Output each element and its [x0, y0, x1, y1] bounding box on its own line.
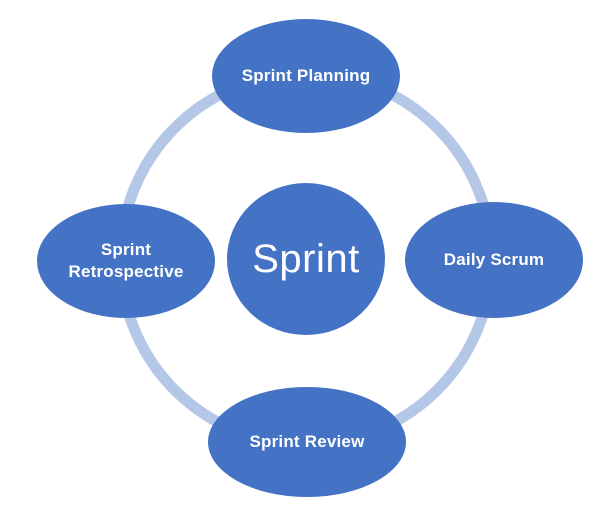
node-label-sprint: Sprint	[252, 237, 360, 281]
node-sprint-retrospective: Sprint Retrospective	[37, 204, 215, 318]
node-daily-scrum: Daily Scrum	[405, 202, 583, 318]
node-sprint-planning: Sprint Planning	[212, 19, 400, 133]
node-label-sprint-retrospective: Sprint Retrospective	[68, 239, 184, 281]
node-label-sprint-review: Sprint Review	[249, 431, 365, 451]
node-label-sprint-planning: Sprint Planning	[241, 65, 371, 85]
node-sprint-center: Sprint	[227, 183, 385, 335]
node-label-daily-scrum: Daily Scrum	[443, 249, 545, 269]
node-sprint-review: Sprint Review	[208, 387, 406, 497]
